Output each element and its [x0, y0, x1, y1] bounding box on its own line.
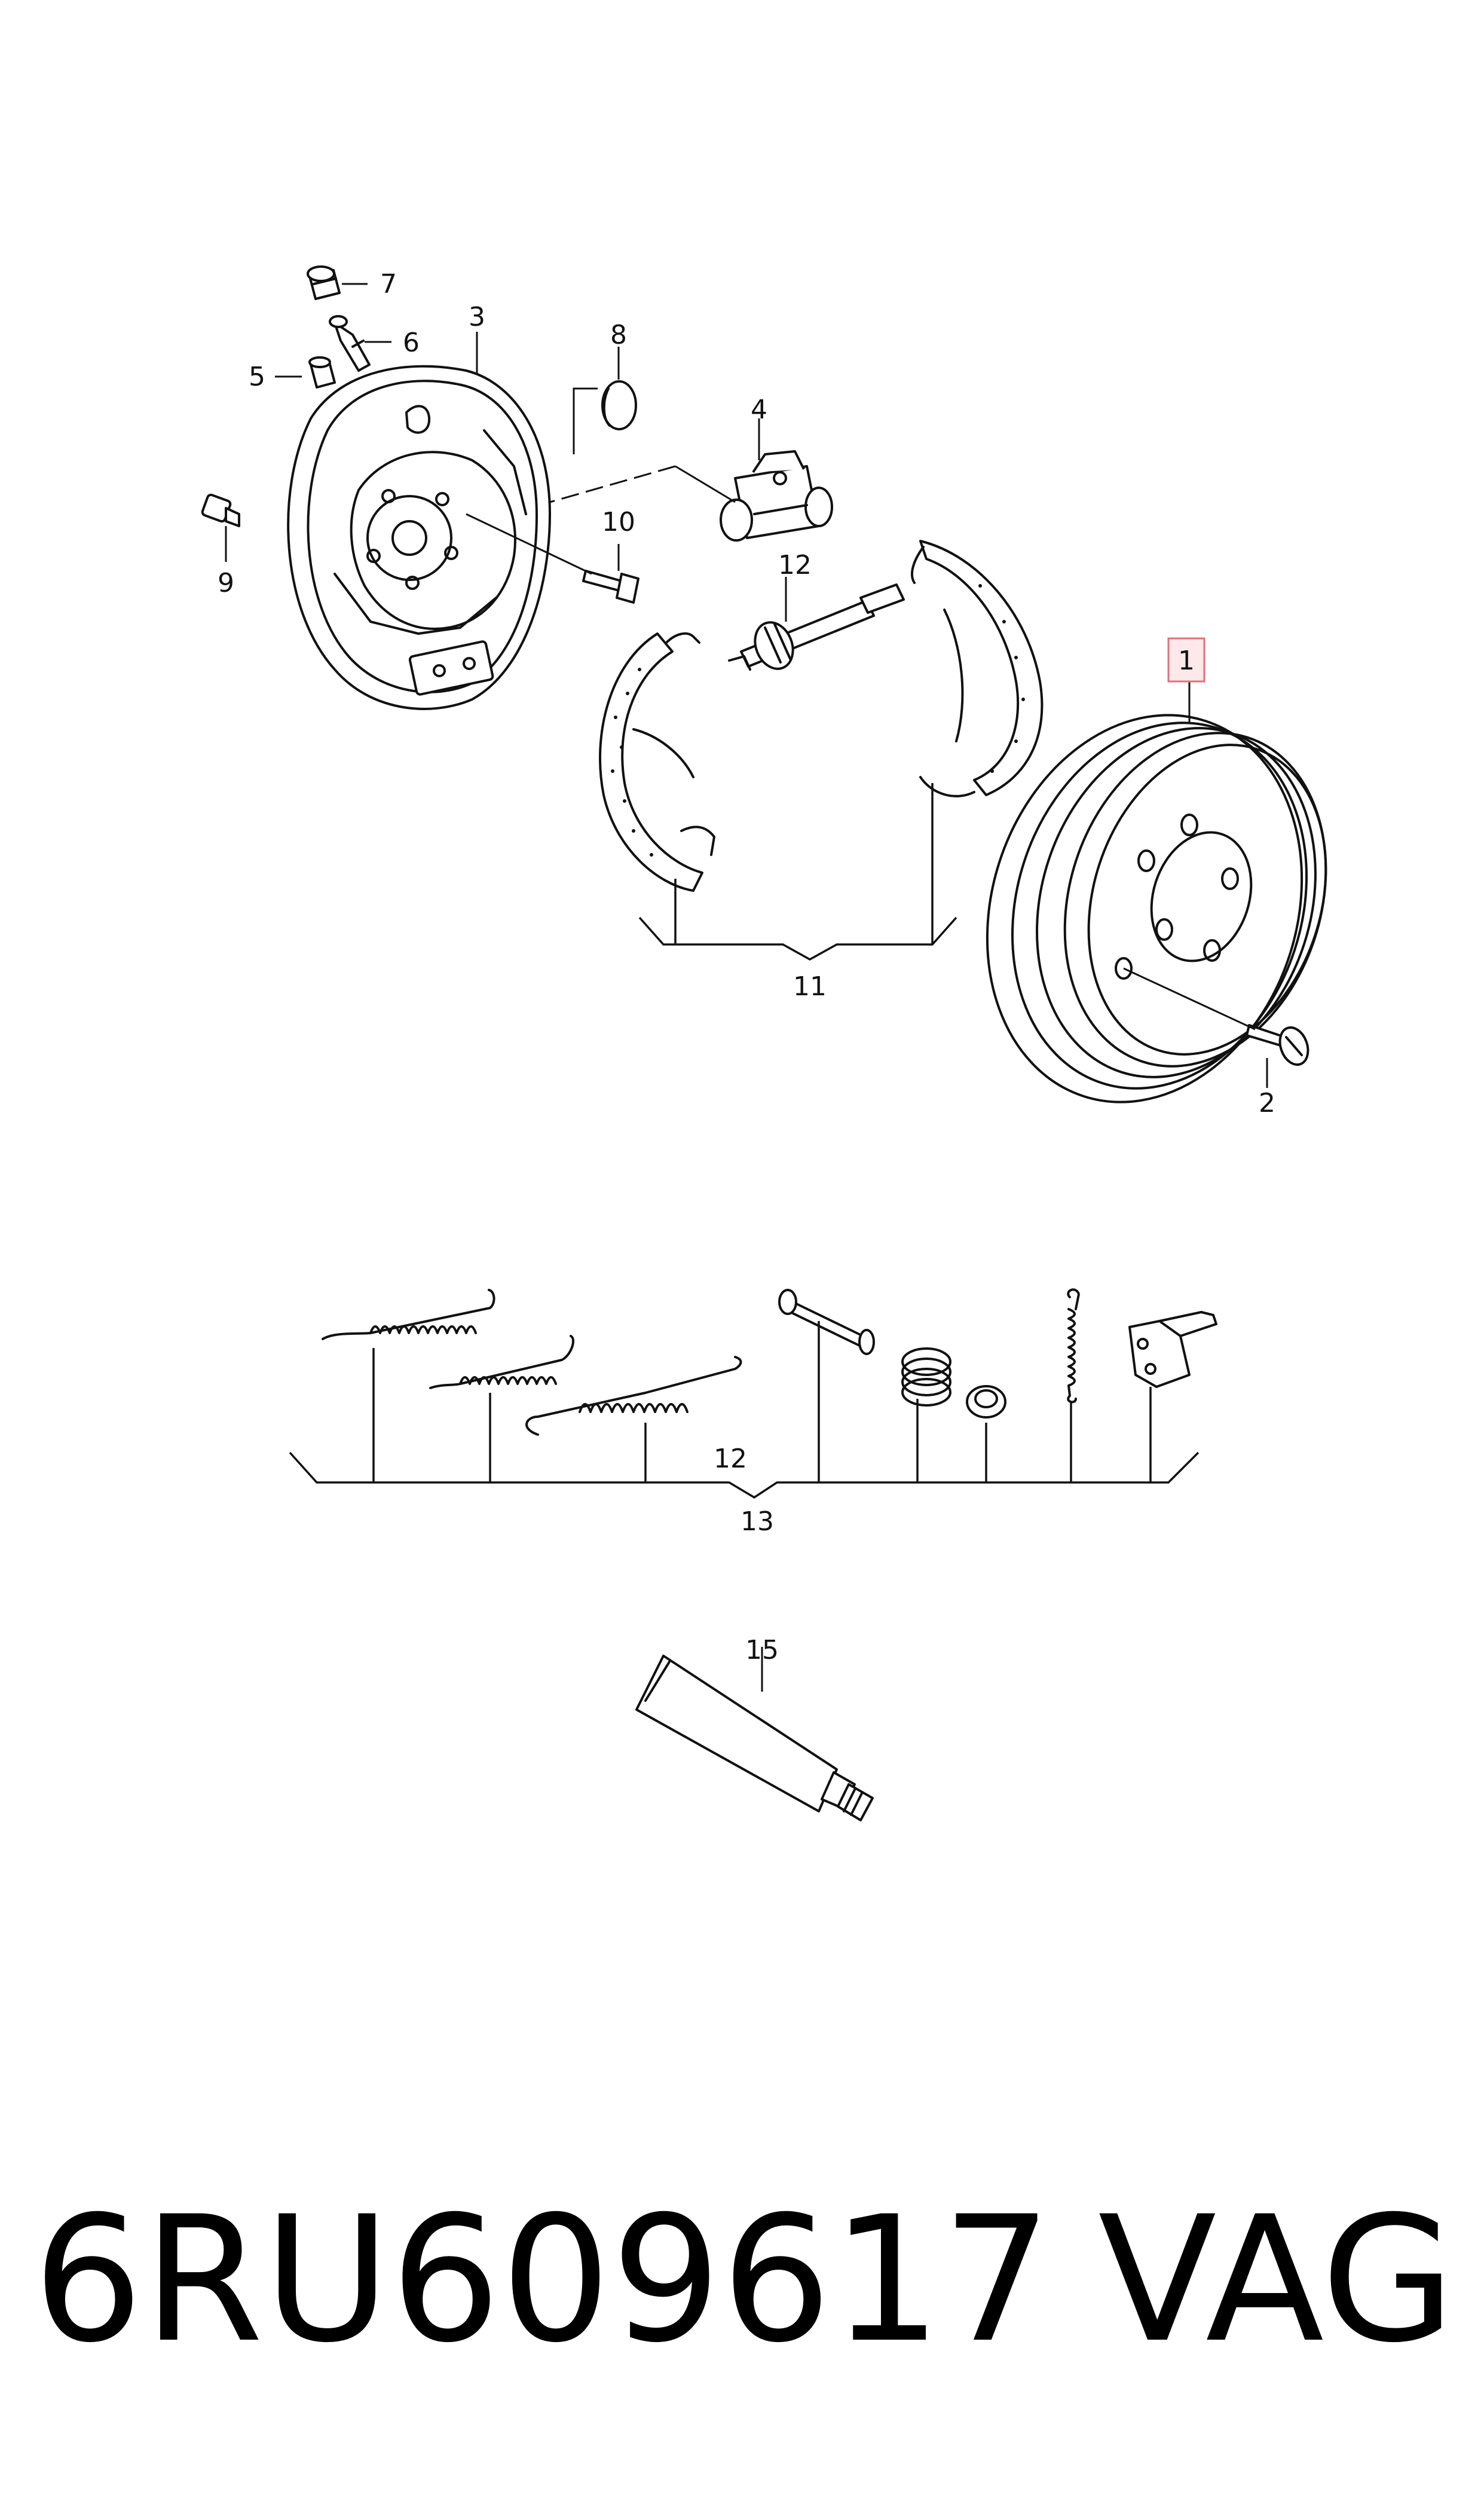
bleeder-screw[interactable]	[329, 315, 371, 372]
callout-10[interactable]: 10	[602, 507, 635, 537]
retaining-pin[interactable]	[778, 1289, 875, 1355]
callout-1[interactable]: 1	[1178, 646, 1195, 676]
callout-12-kit[interactable]: 12	[714, 1444, 747, 1474]
callout-13[interactable]: 13	[741, 1506, 774, 1537]
callout-4[interactable]: 4	[751, 395, 767, 425]
spring-cup[interactable]	[966, 1385, 1006, 1419]
plug[interactable]	[601, 380, 637, 430]
callout-6[interactable]: 6	[403, 328, 420, 358]
brake-shoe-left[interactable]	[599, 632, 715, 892]
lining-texture-right	[978, 584, 1025, 773]
callout-3[interactable]: 3	[469, 302, 485, 332]
adjuster[interactable]	[728, 583, 905, 674]
grease-tube[interactable]	[635, 1655, 874, 1821]
backing-plate[interactable]	[287, 365, 551, 710]
drum-screw[interactable]	[1246, 1023, 1313, 1068]
callout-15[interactable]: 15	[745, 1635, 779, 1665]
compression-spring[interactable]	[901, 1347, 951, 1407]
spring-2[interactable]	[429, 1335, 574, 1389]
brand-name: VAG	[1098, 2179, 1455, 2381]
tension-spring-vertical[interactable]	[1067, 1288, 1080, 1404]
bleeder-cap[interactable]	[307, 265, 341, 300]
lever-bracket[interactable]	[1128, 1311, 1217, 1388]
dust-cap[interactable]	[308, 356, 336, 389]
brake-drum[interactable]	[939, 674, 1367, 1143]
callout-11[interactable]: 11	[793, 971, 827, 1002]
bolt-10[interactable]	[582, 570, 640, 604]
wheel-brake-cylinder[interactable]	[720, 450, 833, 542]
bracket-13	[289, 1321, 1200, 1499]
footer: 6RU609617 VAG	[33, 2188, 1455, 2367]
brake-shoe-right[interactable]	[911, 540, 1044, 797]
spring-1[interactable]	[322, 1289, 495, 1340]
bracket-11	[638, 783, 957, 961]
leader-lines	[225, 283, 1268, 1692]
callout-2[interactable]: 2	[1259, 1088, 1275, 1118]
callout-7[interactable]: 7	[380, 269, 397, 299]
callout-9[interactable]: 9	[218, 568, 234, 598]
screw-9[interactable]	[201, 493, 240, 527]
callout-8[interactable]: 8	[610, 320, 627, 350]
highlight-box-1	[1167, 637, 1205, 683]
callout-5[interactable]: 5	[249, 362, 265, 392]
callout-12-adjuster[interactable]: 12	[778, 550, 812, 580]
part-number: 6RU609617	[33, 2179, 1052, 2381]
lining-texture-left	[611, 668, 653, 857]
spring-3[interactable]	[525, 1356, 742, 1436]
